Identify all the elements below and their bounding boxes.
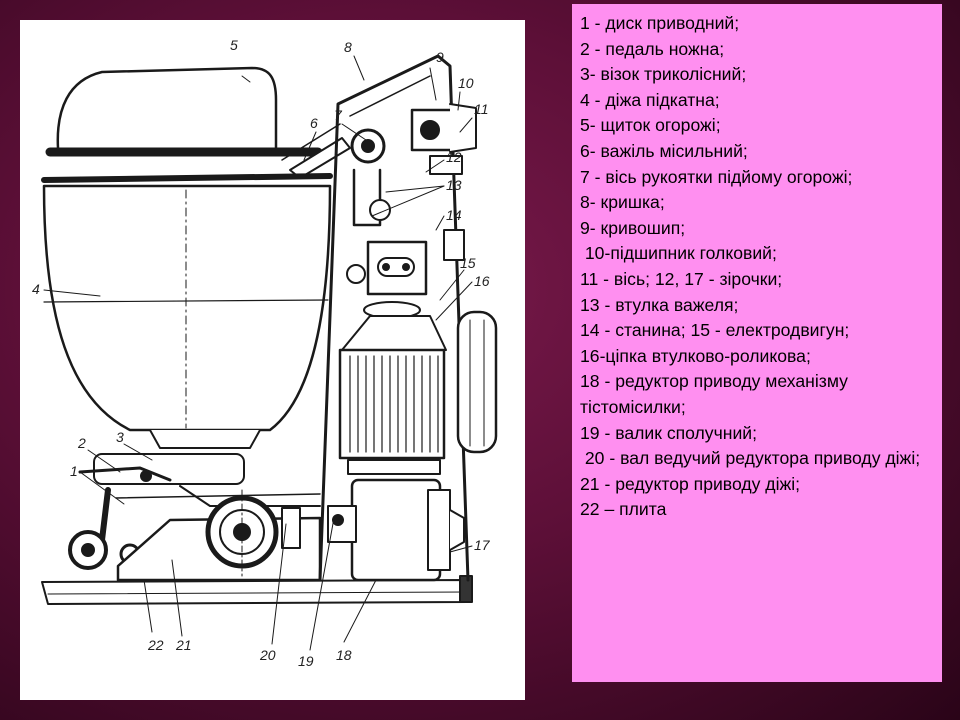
callout-17: 17 <box>474 537 491 553</box>
callout-9: 9 <box>436 49 444 65</box>
callout-6: 6 <box>310 115 318 131</box>
callout-3: 3 <box>116 429 124 445</box>
legend-item: 18 - редуктор приводу механізму тістоміс… <box>580 371 853 417</box>
callout-16: 16 <box>474 273 490 289</box>
legend-item: 2 - педаль ножна; <box>580 38 725 59</box>
callout-numbers: 5 8 9 10 11 6 7 12 13 14 4 15 16 2 3 1 1… <box>32 37 491 669</box>
mixer-drawing: 5 8 9 10 11 6 7 12 13 14 4 15 16 2 3 1 1… <box>32 37 498 669</box>
callout-15: 15 <box>460 255 476 271</box>
legend-item: 21 - редуктор приводу діжі; <box>580 473 801 494</box>
callout-21: 21 <box>175 637 192 653</box>
callout-12: 12 <box>446 149 462 165</box>
bowl-shape <box>41 173 333 449</box>
base-plate-shape <box>41 575 473 605</box>
legend-item: 19 - валик сполучний; <box>580 422 758 443</box>
legend-item: 20 - вал ведучий редуктора приводу діжі; <box>580 448 921 469</box>
callout-19: 19 <box>298 653 314 669</box>
legend-item: 8- кришка; <box>580 192 665 213</box>
side-sprocket-shape <box>456 310 498 454</box>
callout-20: 20 <box>259 647 276 663</box>
callout-4: 4 <box>32 281 40 297</box>
legend-item: 13 - втулка важеля; <box>580 294 739 315</box>
callout-10: 10 <box>458 75 474 91</box>
callout-7: 7 <box>334 107 343 123</box>
legend-item: 9- кривошип; <box>580 217 686 238</box>
legend-item: 16-ціпка втулково-роликова; <box>580 345 811 366</box>
legend-panel: 1 - диск приводний; 2 - педаль ножна; 3-… <box>572 4 942 682</box>
callout-5: 5 <box>230 37 238 53</box>
legend-item: 6- важіль місильний; <box>580 140 748 161</box>
callout-leaders <box>43 55 473 651</box>
callout-14: 14 <box>446 207 462 223</box>
callout-11: 11 <box>474 101 489 117</box>
legend-list: 1 - диск приводний; 2 - педаль ножна; 3-… <box>580 11 936 523</box>
crank-assembly-shape <box>410 103 477 261</box>
legend-item: 3- візок триколісний; <box>580 64 747 85</box>
callout-2: 2 <box>77 435 86 451</box>
motor-mount-shape <box>363 240 428 319</box>
legend-item: 5- щиток огорожі; <box>580 115 721 136</box>
callout-13: 13 <box>446 177 462 193</box>
legend-item: 4 - діжа підкатна; <box>580 89 720 110</box>
legend-item: 1 - диск приводний; <box>580 13 740 33</box>
guard-shield-shape <box>45 66 323 157</box>
legend-item: 14 - станина; 15 - електродвигун; <box>580 320 850 341</box>
legend-item: 22 – плита <box>580 499 667 520</box>
legend-item: 11 - вісь; 12, 17 - зірочки; <box>580 268 783 289</box>
bowl-reducer-shape <box>116 489 322 582</box>
electric-motor-shape <box>338 315 447 460</box>
legend-item: 7 - вісь рукоятки підйому огорожі; <box>580 166 853 187</box>
callout-18: 18 <box>336 647 352 663</box>
callout-1: 1 <box>70 463 78 479</box>
frame-shape <box>318 54 470 582</box>
callout-22: 22 <box>147 637 164 653</box>
legend-item: 10-підшипник голковий; <box>580 243 777 264</box>
trolley-shape <box>78 453 321 543</box>
mixer-reducer-shape <box>327 459 465 582</box>
callout-8: 8 <box>344 39 352 55</box>
diagram-panel: 5 8 9 10 11 6 7 12 13 14 4 15 16 2 3 1 1… <box>20 20 525 700</box>
